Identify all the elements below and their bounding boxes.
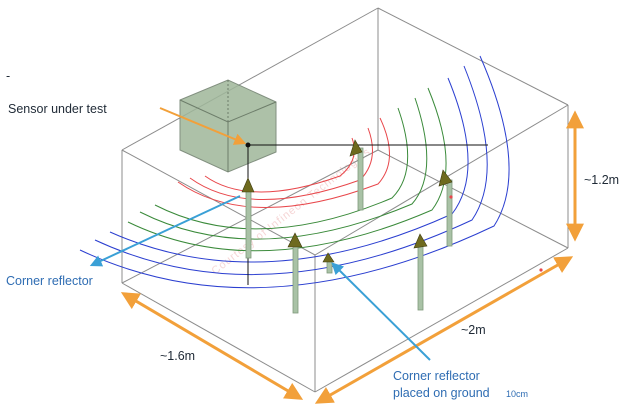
dimension-arrows: [120, 110, 584, 404]
sensor-cube: [179, 79, 277, 173]
wave-arc-green-3: [127, 87, 447, 252]
wave-arc-blue-1: [109, 77, 469, 263]
wave-arc-green-2: [139, 97, 428, 240]
pole-2: [357, 147, 364, 211]
ground-reflector-size-label: 10cm: [506, 389, 528, 399]
pole-4: [292, 244, 299, 314]
reflector-1: [241, 177, 255, 193]
wave-arc-red-3: [177, 117, 390, 208]
reflector-ground: [322, 252, 335, 263]
corner-reflector-pointer-arrow: [89, 195, 241, 267]
ground-reflector-pointer-arrow: [331, 262, 431, 361]
wave-arc-blue-3: [79, 55, 510, 289]
ground-reflector-label-line2: placed on ground: [393, 386, 490, 400]
wave-arc-green-1: [154, 107, 409, 230]
edge-marker-2: [539, 268, 543, 272]
reflector-4: [287, 232, 303, 248]
corner-reflector-label: Corner reflector: [6, 274, 93, 288]
pole-5: [417, 243, 424, 311]
height-label: ~1.2m: [584, 173, 619, 187]
width-label: ~2m: [461, 323, 486, 337]
edge-marker-1: [449, 195, 453, 199]
pole-3: [446, 179, 453, 247]
pole-1: [245, 189, 252, 259]
wave-arc-blue-2: [94, 65, 488, 276]
room-box: [121, 7, 569, 393]
sensor-pointer-arrow: [159, 107, 247, 145]
reflector-5: [413, 233, 428, 249]
ground-reflector-label-line1: Corner reflector: [393, 369, 480, 383]
width-arrow: [314, 256, 574, 404]
depth-arrow: [120, 292, 304, 400]
wave-arc-red-2: [189, 127, 373, 200]
depth-label: ~1.6m: [160, 349, 195, 363]
cursor-mark: -: [6, 69, 10, 83]
reflector-3: [438, 169, 453, 187]
sensor-label: Sensor under test: [8, 102, 107, 116]
corner-reflectors: [241, 139, 453, 263]
reflector-2: [349, 139, 363, 157]
